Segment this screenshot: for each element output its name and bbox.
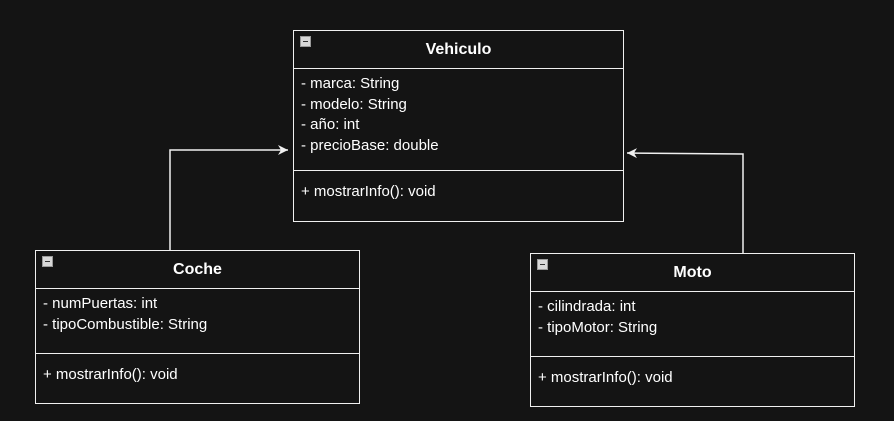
attributes-compartment: - numPuertas: int - tipoCombustible: Str… bbox=[36, 289, 359, 354]
class-header: Vehiculo bbox=[294, 31, 623, 69]
attribute: - precioBase: double bbox=[301, 136, 439, 154]
class-name: Moto bbox=[673, 263, 712, 281]
attribute: - tipoMotor: String bbox=[538, 318, 658, 336]
collapse-icon[interactable] bbox=[537, 259, 548, 270]
moto-to-vehiculo-arrow[interactable] bbox=[626, 148, 744, 253]
attribute: - modelo: String bbox=[301, 95, 407, 113]
collapse-icon[interactable] bbox=[42, 256, 53, 267]
collapse-icon[interactable] bbox=[300, 36, 311, 47]
coche-to-vehiculo-arrow[interactable] bbox=[169, 145, 288, 250]
operations-compartment: + mostrarInfo(): void bbox=[294, 171, 623, 203]
attribute: - numPuertas: int bbox=[43, 295, 158, 312]
operations-compartment: + mostrarInfo(): void bbox=[36, 354, 359, 386]
operation: + mostrarInfo(): void bbox=[43, 366, 178, 383]
class-header: Moto bbox=[531, 254, 854, 292]
operation: + mostrarInfo(): void bbox=[538, 369, 673, 386]
attributes-compartment: - marca: String - modelo: String - año: … bbox=[294, 69, 623, 171]
operation: + mostrarInfo(): void bbox=[301, 183, 436, 200]
class-moto[interactable]: Moto - cilindrada: int - tipoMotor: Stri… bbox=[530, 253, 855, 407]
attribute: - año: int bbox=[301, 116, 360, 133]
class-name: Coche bbox=[173, 260, 222, 278]
class-vehiculo[interactable]: Vehiculo - marca: String - modelo: Strin… bbox=[293, 30, 624, 222]
attribute: - cilindrada: int bbox=[538, 298, 636, 315]
class-header: Coche bbox=[36, 251, 359, 289]
attribute: - marca: String bbox=[301, 75, 400, 92]
attributes-compartment: - cilindrada: int - tipoMotor: String bbox=[531, 292, 854, 357]
attribute: - tipoCombustible: String bbox=[43, 315, 208, 333]
operations-compartment: + mostrarInfo(): void bbox=[531, 357, 854, 389]
class-coche[interactable]: Coche - numPuertas: int - tipoCombustibl… bbox=[35, 250, 360, 404]
class-name: Vehiculo bbox=[425, 40, 492, 58]
